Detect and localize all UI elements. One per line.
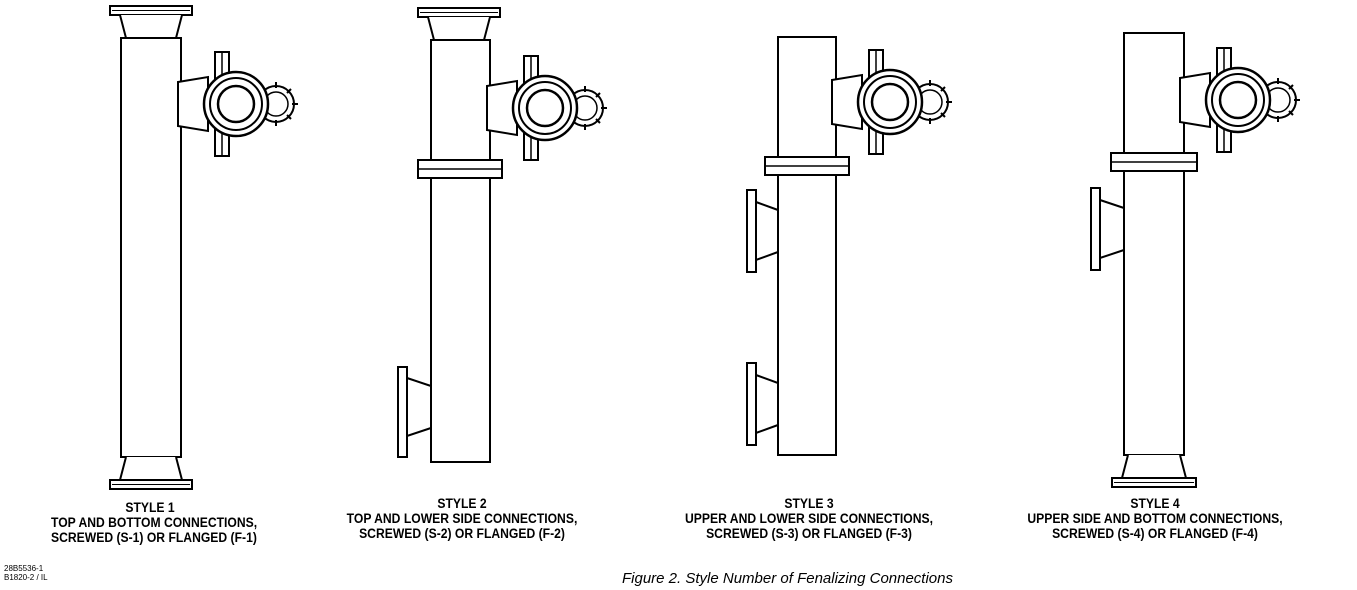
- style-4-name: STYLE 4: [1130, 496, 1180, 511]
- style-4-drawing: [1090, 32, 1302, 488]
- style-3-line2: SCREWED (S-3) OR FLANGED (F-3): [706, 526, 912, 541]
- style-4-caption: STYLE 4 UPPER SIDE AND BOTTOM CONNECTION…: [1020, 496, 1290, 541]
- figure-title: Figure 2. Style Number of Fenalizing Con…: [622, 570, 953, 587]
- style-3-drawing: [746, 36, 954, 456]
- style-3-caption: STYLE 3 UPPER AND LOWER SIDE CONNECTIONS…: [679, 496, 940, 541]
- style-3-line1: UPPER AND LOWER SIDE CONNECTIONS,: [685, 511, 933, 526]
- style-1-name: STYLE 1: [125, 500, 175, 515]
- drawing-code-1: 28B5536-1: [4, 564, 44, 573]
- style-1-line2: SCREWED (S-1) OR FLANGED (F-1): [51, 530, 257, 545]
- style-3-name: STYLE 3: [784, 496, 834, 511]
- style-4-line2: SCREWED (S-4) OR FLANGED (F-4): [1052, 526, 1258, 541]
- style-1-caption: STYLE 1 TOP AND BOTTOM CONNECTIONS, SCRE…: [51, 500, 258, 545]
- style-2-line2: SCREWED (S-2) OR FLANGED (F-2): [359, 526, 565, 541]
- style-2-drawing: [397, 7, 609, 463]
- style-4-line1: UPPER SIDE AND BOTTOM CONNECTIONS,: [1027, 511, 1283, 526]
- drawing-codes: 28B5536-1 B1820-2 / IL: [4, 564, 48, 582]
- drawing-code-2: B1820-2 / IL: [4, 573, 48, 582]
- style-1-line1: TOP AND BOTTOM CONNECTIONS,: [51, 515, 258, 530]
- style-2-caption: STYLE 2 TOP AND LOWER SIDE CONNECTIONS, …: [343, 496, 581, 541]
- style-2-line1: TOP AND LOWER SIDE CONNECTIONS,: [346, 511, 578, 526]
- style-1-drawing: [109, 5, 300, 490]
- style-2-name: STYLE 2: [437, 496, 487, 511]
